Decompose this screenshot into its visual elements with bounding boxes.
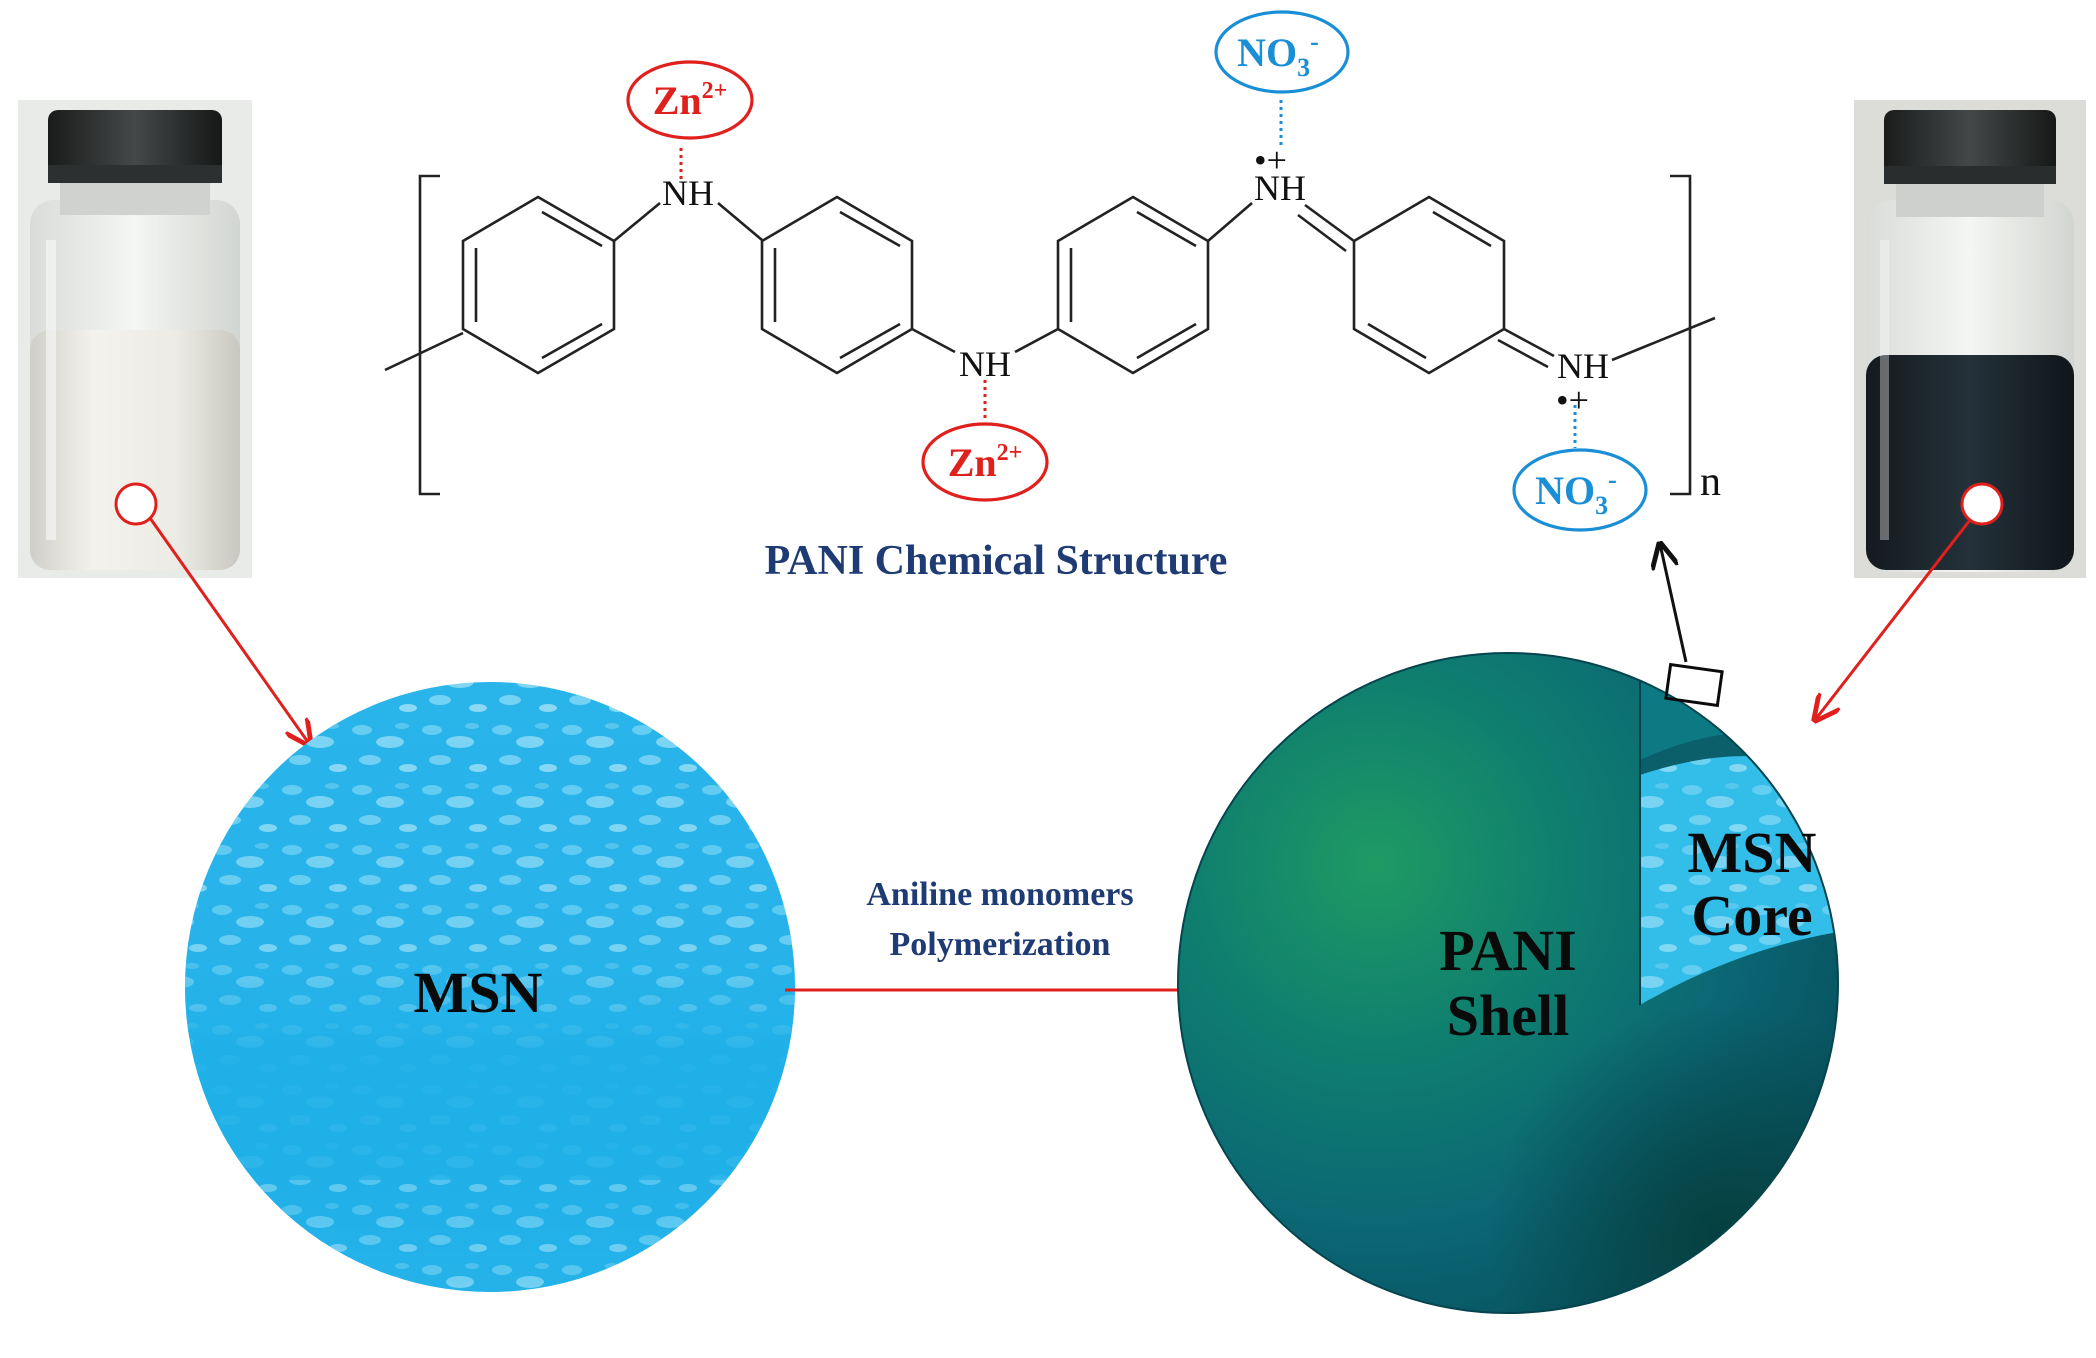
amine-label-2: NH xyxy=(959,344,1011,384)
sample-to-shell-arrow xyxy=(1815,519,1972,720)
white-sample-marker xyxy=(114,482,158,526)
imine-label-1: NH xyxy=(1254,168,1306,208)
pani-shell-label-line2: Shell xyxy=(1447,983,1570,1048)
msn-core-label-line1: MSN xyxy=(1688,820,1817,885)
pani-structure xyxy=(384,10,1716,532)
zoom-to-structure-arrow xyxy=(1660,544,1688,663)
zoom-region-box xyxy=(1664,662,1724,708)
radical-cation-1: •+ xyxy=(1254,140,1287,180)
process-step-line2: Polymerization xyxy=(890,926,1111,963)
structure-title: PANI Chemical Structure xyxy=(765,538,1228,584)
msn-particle xyxy=(185,682,795,1292)
sample-to-msn-arrow xyxy=(148,517,310,745)
zinc-ion-top: Zn2+ xyxy=(653,78,728,123)
amine-label-1: NH xyxy=(662,173,714,213)
white-suspension-vial-photo xyxy=(18,100,252,578)
repeat-unit-n: n xyxy=(1700,459,1721,505)
zinc-ion-bottom: Zn2+ xyxy=(948,440,1023,485)
msn-core-label-line2: Core xyxy=(1691,883,1812,948)
radical-cation-2: •+ xyxy=(1556,380,1589,420)
msn-label: MSN xyxy=(414,960,543,1025)
nitrate-ion-bottom: NO3- xyxy=(1535,465,1617,520)
process-step-line1: Aniline monomers xyxy=(866,876,1133,913)
imine-label-2: NH xyxy=(1557,346,1609,386)
pani-shell-label-line1: PANI xyxy=(1439,918,1576,983)
dark-sample-marker xyxy=(1960,482,2004,526)
nitrate-ion-top: NO3- xyxy=(1237,27,1319,82)
